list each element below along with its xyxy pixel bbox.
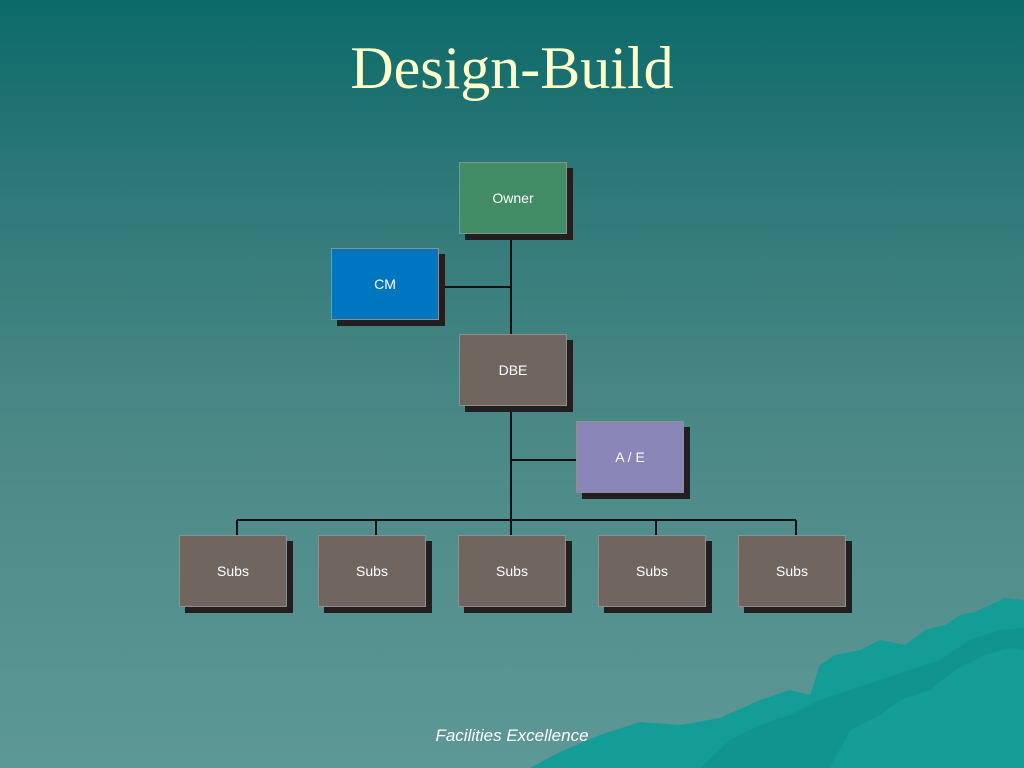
owner-label: Owner xyxy=(492,190,534,206)
ae-label: A / E xyxy=(615,449,645,465)
subs-box: Subs xyxy=(318,535,426,607)
cm-label: CM xyxy=(374,276,396,292)
cm-box: CM xyxy=(331,248,439,320)
subs-label: Subs xyxy=(356,563,388,579)
subs-box: Subs xyxy=(179,535,287,607)
subs-box: Subs xyxy=(598,535,706,607)
subs-label: Subs xyxy=(496,563,528,579)
owner-box: Owner xyxy=(459,162,567,234)
subs-box: Subs xyxy=(458,535,566,607)
subs-label: Subs xyxy=(776,563,808,579)
subs-label: Subs xyxy=(636,563,668,579)
dbe-label: DBE xyxy=(498,362,528,378)
slide-footer: Facilities Excellence xyxy=(435,726,589,745)
subs-box: Subs xyxy=(738,535,846,607)
slide-title: Design-Build xyxy=(350,35,674,101)
ae-box: A / E xyxy=(576,421,684,493)
dbe-box: DBE xyxy=(459,334,567,406)
subs-label: Subs xyxy=(217,563,249,579)
